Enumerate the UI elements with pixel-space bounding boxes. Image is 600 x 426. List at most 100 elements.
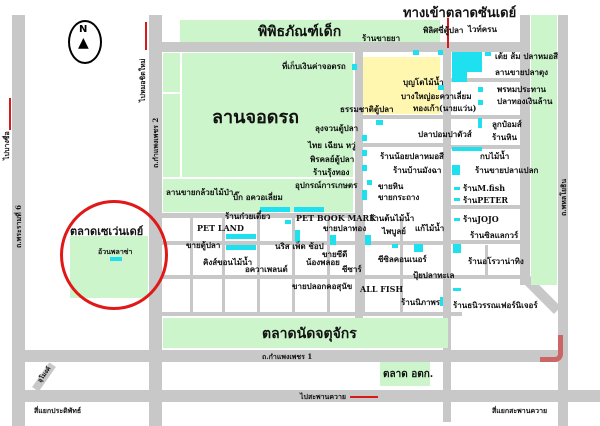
lane	[400, 218, 403, 312]
shop-label: กบไม้น้ำ	[480, 151, 510, 161]
shop-marker	[478, 87, 483, 92]
lane	[451, 205, 520, 209]
parking-area	[163, 53, 353, 177]
shop-marker	[226, 234, 256, 239]
shop-label: อ้วนพลาซ่า	[98, 247, 133, 256]
road-inner-1	[355, 52, 363, 320]
shop-label: แก้ไม้น้ำ	[415, 223, 445, 233]
shop-marker	[452, 72, 467, 82]
lane	[222, 218, 225, 312]
shop-marker	[485, 52, 491, 56]
road-right-inner	[520, 15, 530, 285]
shop-marker	[110, 257, 122, 261]
shop-label: ร้านPETER	[463, 195, 509, 205]
to-bangsue-label: ไปบางซื่อ	[2, 131, 11, 160]
lane	[162, 241, 443, 245]
shop-label: ร้านอโรวาน่าทิง	[468, 256, 524, 266]
chatuchak-area	[163, 318, 448, 348]
orchid-area	[163, 179, 353, 212]
shop-marker	[285, 220, 291, 224]
shop-label: ALL FISH	[360, 284, 403, 294]
road-bottom	[12, 390, 600, 402]
ortorkor-label: ตลาด อตก.	[383, 369, 434, 380]
lane	[327, 218, 330, 312]
arrow-icon	[9, 98, 11, 130]
shop-label: ซีซาร์	[342, 264, 362, 274]
shop-label: นริส เพ็ด ช้อป	[275, 241, 324, 251]
shop-label: ลูกป๋อมส์	[492, 119, 522, 129]
shop-label: ปลาปอมปาดัวส์	[418, 129, 472, 139]
shop-label: ธรรมชาติตู้ปลา	[340, 104, 394, 114]
chatuchak-label: ตลาดนัดจตุจักร	[262, 326, 357, 342]
road-kamphaeng1	[12, 350, 568, 362]
lane	[451, 145, 520, 149]
shop-marker	[260, 207, 290, 212]
entrance-arrow-icon	[447, 18, 449, 48]
shop-marker	[478, 118, 482, 128]
shop-label: ขายกระถาง	[378, 192, 420, 202]
ortorkor-area	[380, 362, 430, 386]
shop-label: พรหมประทาน	[497, 84, 547, 94]
lane	[451, 275, 520, 279]
shop-marker	[294, 207, 324, 212]
shop-label: บุญโตไม้น้ำ	[403, 77, 444, 87]
shop-label: ลุงจวนตู้ปลา	[315, 123, 359, 133]
seven-day-label: ตลาดเซเว่นเดย์	[70, 225, 144, 238]
shop-label: ร้านM.fish	[463, 183, 506, 193]
shop-marker	[452, 165, 460, 175]
shop-marker	[440, 297, 443, 306]
lane	[292, 218, 295, 312]
shop-marker	[454, 218, 460, 221]
shop-label: ขายปลาทอง	[323, 223, 367, 233]
shop-marker	[438, 50, 443, 55]
shop-label: ปลาทองเงินล้าน	[497, 96, 553, 106]
shop-label: ร้านก๋วยเตี๋ยว	[225, 211, 271, 221]
north-compass	[68, 20, 102, 64]
shop-label: น้องพลอย	[306, 257, 340, 267]
shop-marker	[330, 235, 336, 245]
road-entrance	[443, 42, 451, 422]
shop-label: PET LAND	[197, 223, 244, 233]
shop-marker	[453, 288, 461, 291]
lane	[162, 312, 462, 316]
yellow-block	[363, 57, 440, 114]
road-label-phahon: ถ.พหลโยธิน	[559, 178, 568, 216]
north-arrow-icon: ▲	[78, 35, 89, 51]
lane	[190, 218, 193, 312]
shop-marker	[362, 150, 367, 156]
shop-label: ที่เก็บเงินค่าจอดรถ	[282, 61, 346, 71]
shop-marker	[365, 235, 371, 245]
shop-marker	[376, 120, 383, 125]
road-rama6	[12, 15, 25, 426]
shop-marker	[452, 147, 482, 151]
shop-marker	[413, 50, 419, 55]
museum-label: พิพิธภัณฑ์เด็ก	[258, 24, 342, 40]
shop-label: ไพบูลย์	[382, 226, 406, 236]
shop-marker	[453, 244, 461, 253]
north-label: N	[79, 24, 88, 35]
shop-marker	[362, 135, 367, 141]
shop-label: ทองเก้า(นายแว่น)	[413, 103, 477, 113]
lane	[362, 115, 443, 119]
divider	[163, 92, 180, 94]
shop-label: ร้านน้อยปลาหมอสี	[380, 151, 444, 161]
shop-label: บิ๊ก อควอเลี่ยม	[233, 192, 283, 202]
arrow-icon	[145, 22, 147, 50]
shop-label: ร้านนิภาพร	[401, 297, 441, 307]
shop-marker	[438, 85, 444, 90]
museum-area	[180, 20, 440, 42]
shop-marker	[478, 100, 483, 105]
shop-marker	[452, 52, 482, 72]
road-label-kamphaeng1: ถ.กำแพงเพชร 1	[262, 352, 313, 361]
shop-label: ร้านขายยา	[362, 33, 401, 43]
shop-label: ร้านขายปลาแปลก	[475, 165, 539, 175]
shop-label: ซีซิลคอนเนอร์	[378, 254, 427, 264]
shop-marker	[454, 187, 460, 190]
road-phahon	[558, 15, 568, 426]
shop-label: ขายตู้ปลา	[186, 240, 221, 250]
road-top	[160, 42, 530, 52]
lane	[362, 218, 365, 312]
shop-label: ร้านJOJO	[463, 214, 499, 224]
lane	[451, 115, 520, 119]
